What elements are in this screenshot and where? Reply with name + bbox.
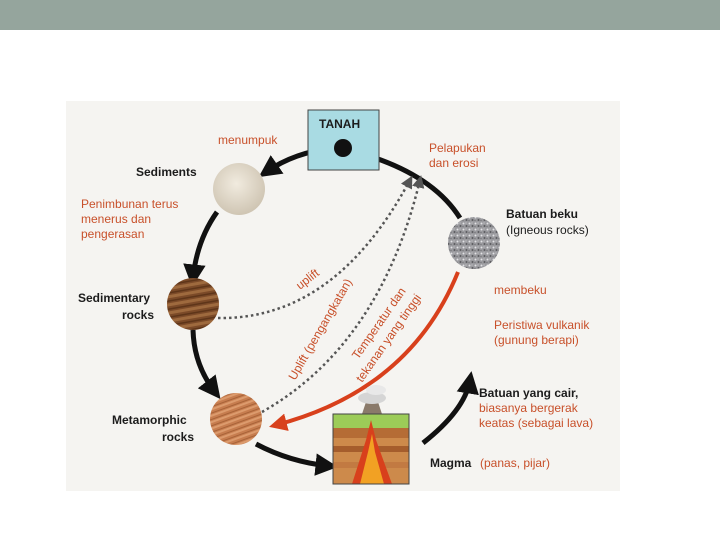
dotted-uplift-sedimentary: [217, 175, 413, 320]
batuan-cair-label: Batuan yang cair,: [479, 386, 578, 400]
membeku-label: membeku: [494, 283, 547, 297]
volcano-image: [332, 385, 410, 485]
sediments-label: Sediments: [136, 165, 197, 179]
arrow-sedimentary-to-metamorphic: [190, 329, 221, 400]
metamorphic-rocks-circle: [210, 393, 262, 445]
metamorphic-label-1: Metamorphic: [112, 413, 187, 427]
penimbunan-label-1: Penimbunan terus: [81, 197, 178, 211]
menumpuk-label: menumpuk: [218, 133, 278, 147]
sedimentary-label-2: rocks: [122, 308, 154, 322]
pelapukan-label-1: Pelapukan: [429, 141, 486, 155]
batuan-beku-label: Batuan beku: [506, 207, 578, 221]
igneous-label: (Igneous rocks): [506, 223, 589, 237]
arrow-igneous-to-metamorphic: [269, 271, 460, 431]
bergerak-label-1: biasanya bergerak: [479, 401, 579, 415]
uplift-pengangkatan-label: Uplift (pengangkatan): [285, 276, 354, 382]
pelapukan-label-2: dan erosi: [429, 156, 478, 170]
arrow-metamorphic-to-magma: [254, 441, 338, 476]
tanah-dot: [334, 139, 352, 157]
penimbunan-label-2: menerus dan: [81, 212, 151, 226]
top-bar: [0, 0, 720, 30]
magma-desc-label: (panas, pijar): [480, 456, 550, 470]
arrow-sediments-to-sedimentary: [183, 210, 220, 287]
sediments-circle: [213, 163, 265, 215]
magma-label: Magma: [430, 456, 472, 470]
sedimentary-rocks-circle: [167, 278, 219, 330]
penimbunan-label-3: pengerasan: [81, 227, 144, 241]
bergerak-label-2: keatas (sebagai lava): [479, 416, 593, 430]
arrow-magma-to-igneous: [421, 371, 479, 445]
metamorphic-label-2: rocks: [162, 430, 194, 444]
sedimentary-label-1: Sedimentary: [78, 291, 150, 305]
peristiwa-label-1: Peristiwa vulkanik: [494, 318, 590, 332]
tanah-label: TANAH: [319, 117, 360, 131]
peristiwa-label-2: (gunung berapi): [494, 333, 579, 347]
igneous-rocks-circle: [448, 217, 500, 269]
dotted-uplift-metamorphic: [261, 175, 425, 414]
